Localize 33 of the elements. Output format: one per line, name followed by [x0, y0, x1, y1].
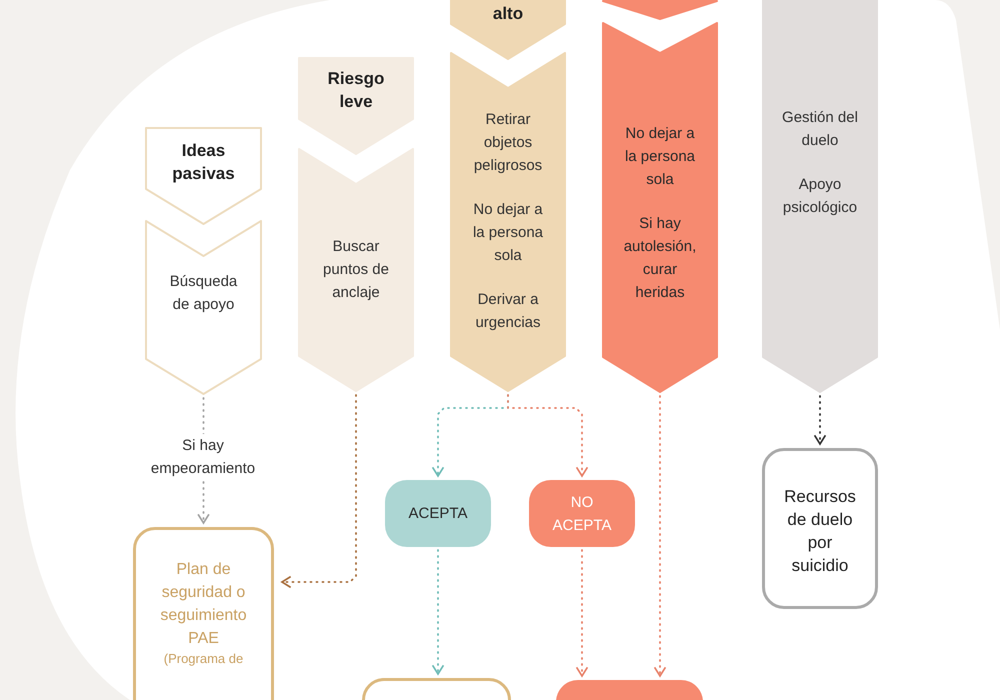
dotted-arrow	[814, 395, 826, 445]
dotted-arrow	[281, 394, 357, 588]
dotted-arrow	[432, 549, 444, 675]
step-text: Si hay autolesión, curar heridas	[622, 214, 698, 303]
step-text: Gestión del duelo	[781, 108, 859, 151]
step-heading: alto	[492, 3, 524, 25]
step-text: Derivar a urgencias	[474, 290, 542, 333]
step-text: No dejar a la persona sola	[624, 124, 696, 190]
step-text: Recursos de duelo por suicidio	[783, 486, 857, 577]
process-box	[529, 480, 635, 547]
step-text: Plan de seguridad o seguimiento PAE	[159, 560, 248, 649]
step-heading: Ideas pasivas	[171, 140, 236, 185]
step-heading: Riesgo leve	[326, 68, 386, 113]
process-box	[133, 527, 274, 700]
step-text: (Programa de	[164, 651, 244, 667]
chevron-step	[298, 57, 414, 155]
chevron-step	[145, 220, 262, 395]
step-text: Retirar objetos peligrosos	[472, 110, 544, 176]
chevron-step	[762, 0, 878, 393]
chevron-step	[602, 22, 718, 393]
process-box	[762, 448, 878, 609]
step-text: Apoyo psicológico	[782, 175, 858, 218]
dotted-arrow	[507, 394, 588, 477]
step-text: No dejar a la persona sola	[472, 200, 544, 266]
step-text: ACEPTA	[408, 504, 468, 524]
process-box	[385, 480, 491, 547]
dotted-arrow	[576, 549, 588, 677]
step-text: NO ACEPTA	[552, 493, 612, 536]
chevron-step	[145, 127, 262, 225]
dotted-arrow	[654, 395, 666, 677]
step-text: Búsqueda de apoyo	[168, 272, 238, 315]
step-text: Buscar puntos de anclaje	[322, 237, 390, 303]
chevron-step	[602, 0, 718, 20]
